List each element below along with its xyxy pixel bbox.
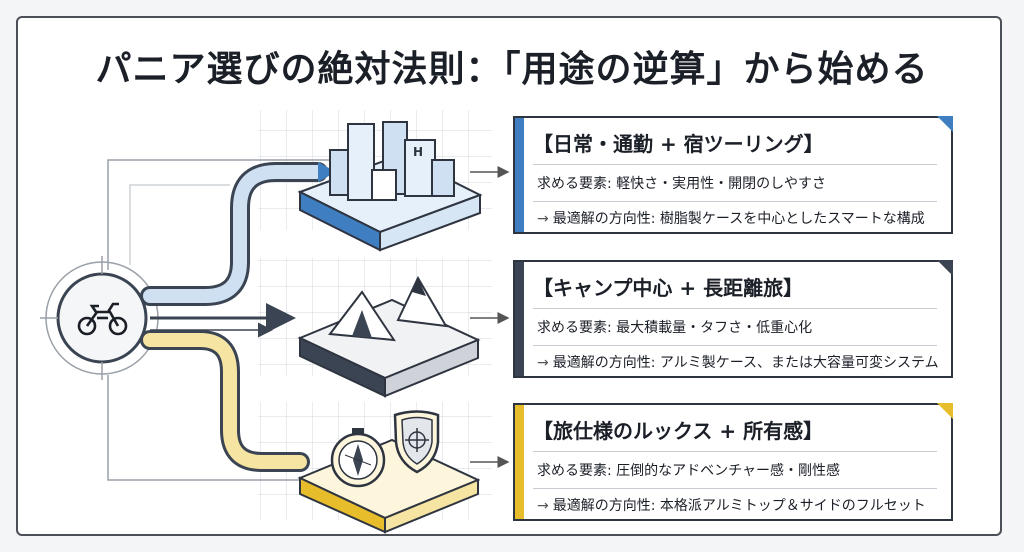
use-case-card-commute: 【日常・通勤 + 宿ツーリング】 求める要素: 軽快さ・実用性・開閉のしやすさ … [513, 116, 953, 234]
svg-text:H: H [413, 145, 423, 159]
card-corner-mark [937, 116, 953, 132]
card-requirement: 求める要素: 軽快さ・実用性・開閉のしやすさ [537, 176, 827, 192]
card-heading: 【旅仕様のルックス + 所有感】 [533, 419, 824, 443]
card-divider [533, 488, 937, 489]
use-case-card-camping: 【キャンプ中心 + 長距離旅】 求める要素: 最大積載量・タフさ・低重心化 →最… [513, 260, 953, 378]
card-divider [533, 164, 937, 165]
card-corner-mark [937, 403, 953, 419]
use-case-card-looks: 【旅仕様のルックス + 所有感】 求める要素: 圧倒的なアドベンチャー感・剛性感… [513, 403, 953, 521]
card-direction: 最適解の方向性: 本格派アルミトップ＆サイドのフルセット [552, 498, 926, 514]
city-buildings-icon: H [297, 121, 483, 252]
page-title: パニア選びの絶対法則：「用途の逆算」から始める [95, 49, 929, 90]
route-bottom [140, 330, 310, 472]
card-direction-row: →最適解の方向性: アルミ製ケース、または大容量可変システム [537, 352, 939, 372]
connector-line [107, 159, 330, 270]
card-divider [533, 308, 937, 309]
card-heading: 【キャンプ中心 + 長距離旅】 [533, 276, 804, 300]
card-direction: 最適解の方向性: 樹脂製ケースを中心としたスマートな構成 [552, 211, 925, 227]
card-accent-bar [515, 118, 524, 232]
card-divider [533, 345, 937, 346]
card-accent-bar [515, 405, 524, 519]
card-requirement: 求める要素: 最大積載量・タフさ・低重心化 [537, 320, 813, 336]
route-top [140, 162, 336, 306]
connector-line [129, 184, 230, 265]
compass-shield-icon [297, 410, 481, 534]
source-node [40, 256, 159, 380]
card-direction-row: →最適解の方向性: 樹脂製ケースを中心としたスマートな構成 [537, 208, 925, 228]
arrow-right-icon: → [537, 355, 549, 371]
card-direction-row: →最適解の方向性: 本格派アルミトップ＆サイドのフルセット [537, 495, 926, 515]
tent-mountain-icon [297, 275, 481, 398]
card-divider [533, 201, 937, 202]
card-requirement: 求める要素: 圧倒的なアドベンチャー感・剛性感 [537, 463, 841, 479]
card-corner-mark [937, 260, 953, 276]
arrow-right-icon: → [537, 211, 549, 227]
motorcycle-icon [77, 302, 128, 336]
card-heading: 【日常・通勤 + 宿ツーリング】 [533, 132, 824, 156]
card-divider [533, 451, 937, 452]
card-direction: 最適解の方向性: アルミ製ケース、または大容量可変システム [552, 355, 939, 371]
card-accent-bar [515, 262, 524, 376]
connector-line [107, 375, 300, 481]
arrow-right-icon: → [537, 498, 549, 514]
